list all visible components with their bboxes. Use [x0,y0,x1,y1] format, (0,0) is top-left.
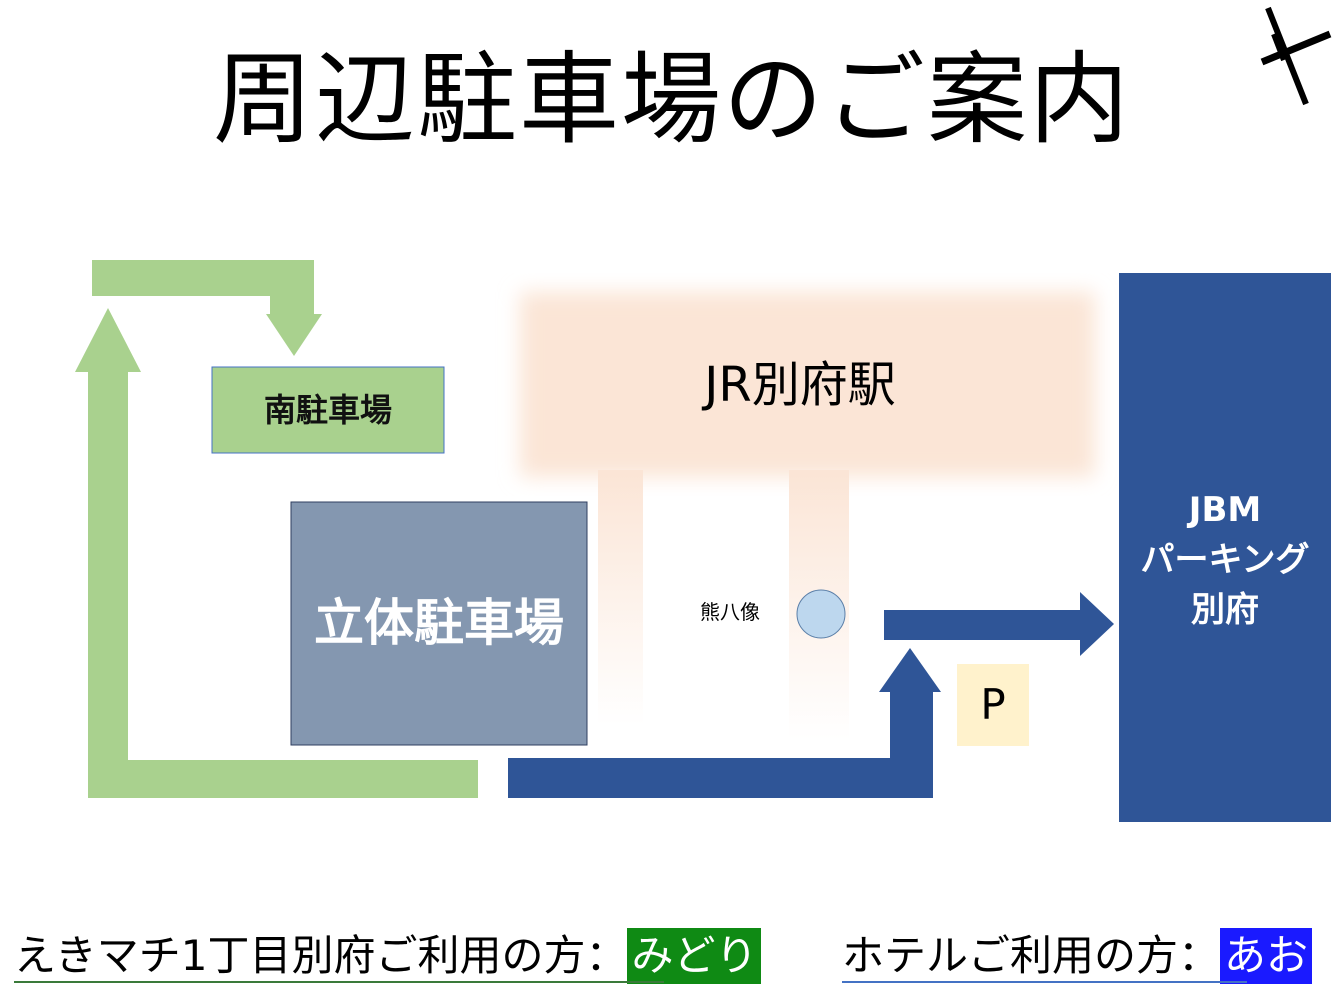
jbm-line-2: パーキング [1140,540,1310,580]
north-arrow-icon [1260,6,1332,106]
legend-ekimachi-underline [14,981,664,983]
legend-blue-chip: あお [1220,928,1313,984]
legend-ekimachi-text: えきマチ1丁目別府ご利用の方： [14,931,628,980]
legend-hotel-underline [842,981,1247,983]
legend-hotel-text: ホテルご利用の方： [842,931,1221,980]
green-route [75,260,478,798]
jbm-line-3: 別府 [1191,590,1259,630]
statue-marker [796,589,846,639]
legend-ekimachi: えきマチ1丁目別府ご利用の方：みどり [14,928,762,984]
jbm-line-1: JBM [1188,490,1262,530]
multi-story-parking-box [290,501,588,746]
jbm-parking-box [1119,273,1331,822]
route-legend: えきマチ1丁目別府ご利用の方：みどり ホテルご利用の方：あお [0,928,1344,988]
p-mark-box [957,664,1029,746]
legend-green-chip: みどり [627,928,762,984]
south-parking-label: 南駐車場 [263,391,392,429]
statue-label: 熊八像 [700,600,760,624]
legend-hotel: ホテルご利用の方：あお [842,928,1313,984]
south-parking-box [211,366,445,454]
multi-story-parking-label: 立体駐車場 [314,594,564,652]
station-label: JR別府駅 [704,357,896,413]
p-mark-label: P [980,680,1006,729]
page-title: 周辺駐車場のご案内 [213,41,1131,158]
jbm-parking-label: JBM パーキング 別府 [1120,485,1330,635]
blue-route [508,592,1114,798]
